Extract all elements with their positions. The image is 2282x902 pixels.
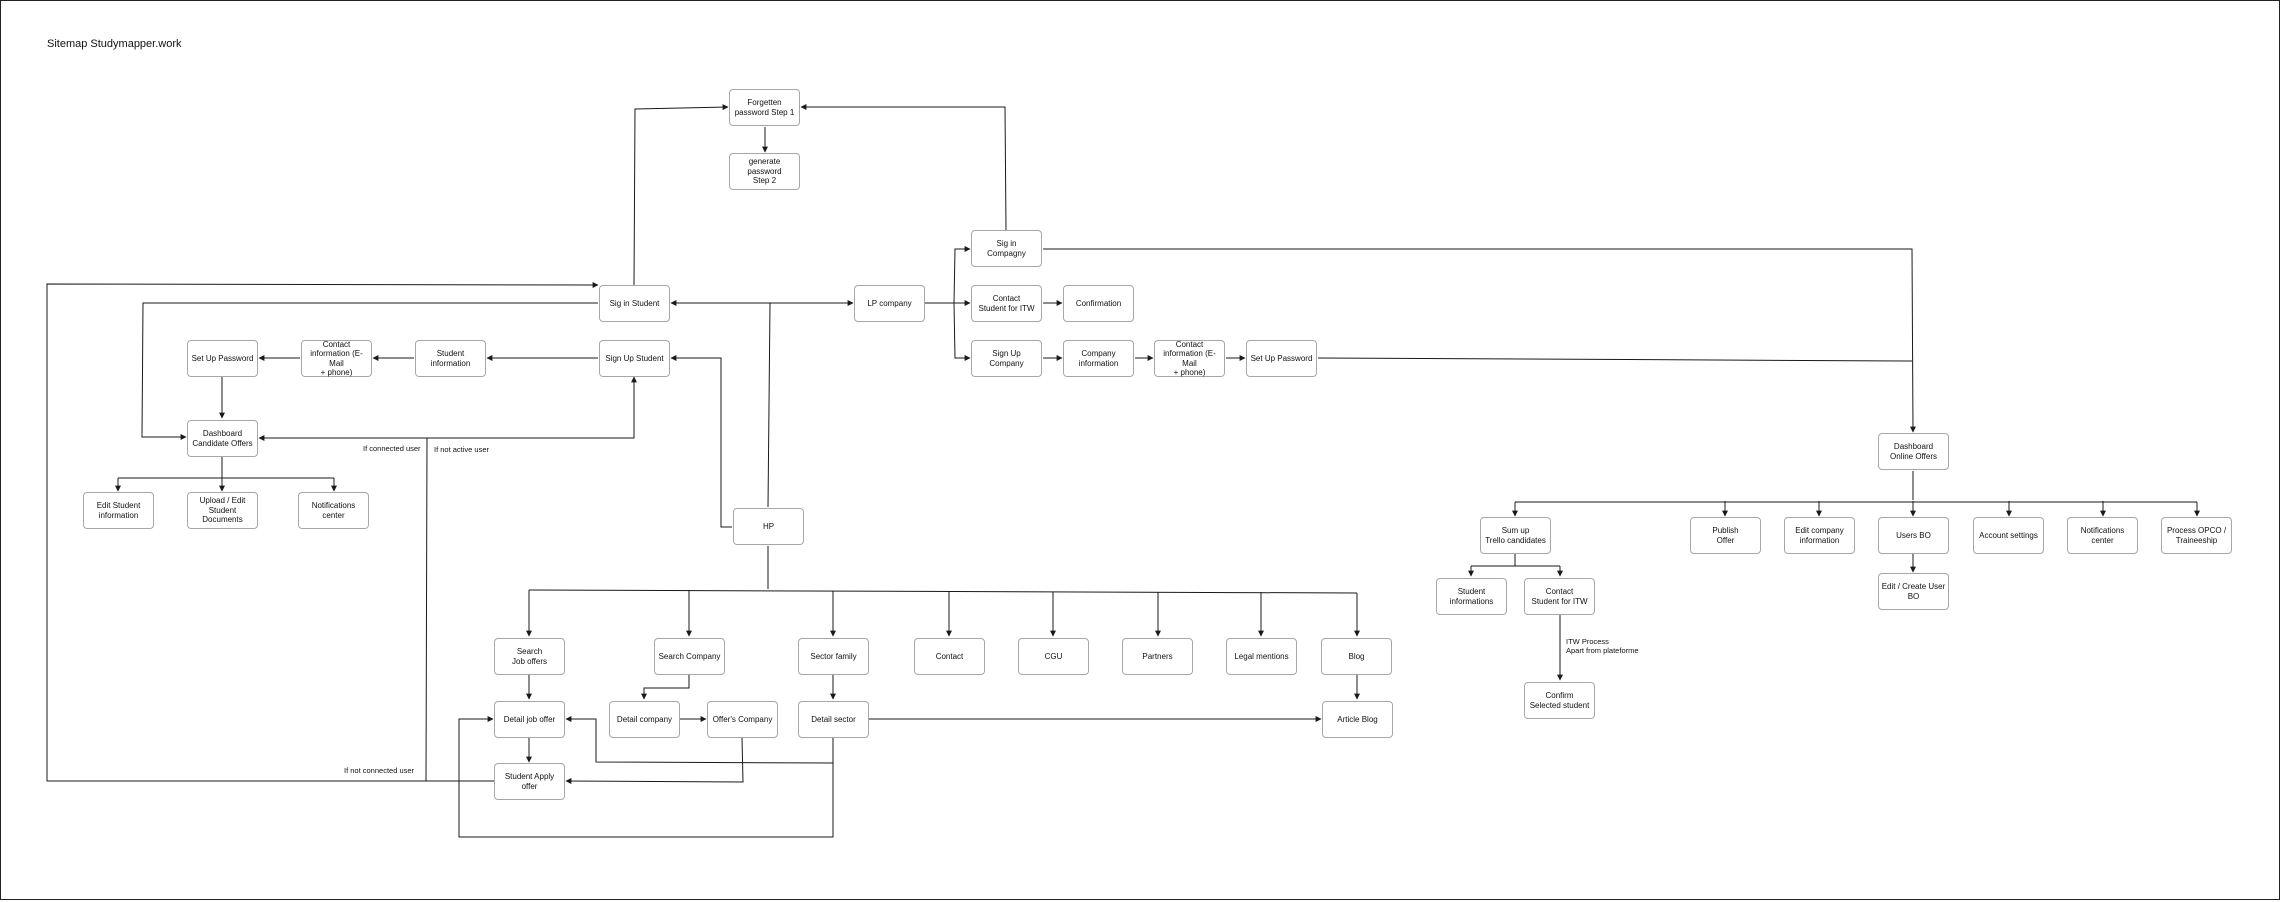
sign-in-student-node: Sig in Student [599, 285, 670, 322]
edge-lp-to-branch [925, 246, 971, 304]
edge-company-to-forgotten [800, 104, 1007, 231]
edge-hp-to-signin [767, 302, 771, 508]
edit-create-user-bo-node: Edit / Create User BO [1878, 573, 1949, 610]
edge-student-to-forgotten [633, 104, 729, 286]
article-blog-node: Article Blog [1322, 701, 1393, 738]
confirmation-node: Confirmation [1063, 285, 1134, 322]
set-up-password-student-node: Set Up Password [187, 340, 258, 377]
sum-up-trello-candidates-node: Sum up Trello candidates [1480, 517, 1551, 554]
publish-offer-node: Publish Offer [1690, 517, 1761, 554]
account-settings-node: Account settings [1973, 517, 2044, 554]
hp-node: HP [733, 508, 804, 545]
company-information-node: Company information [1063, 340, 1134, 377]
edge-online-branch [1515, 471, 2197, 503]
contact-information-student-node: Contact information (E-Mail + phone) [301, 340, 372, 377]
dashboard-candidate-offers-node: Dashboard Candidate Offers [187, 420, 258, 457]
partners-node: Partners [1122, 638, 1193, 675]
edit-student-information-node: Edit Student information [83, 492, 154, 529]
edge-signin-student-to-dashboard [141, 302, 598, 440]
contact-student-itw-bo-node: Contact Student for ITW [1524, 578, 1595, 615]
edge-sector-loop [458, 716, 834, 838]
student-informations-bo-node: Student informations [1436, 578, 1507, 615]
edge-sector-to-detail-job [565, 716, 834, 764]
contact-information-company-node: Contact information (E-Mail + phone) [1154, 340, 1225, 377]
itw-process-label: ITW Process Apart from plateforme [1566, 637, 1639, 655]
edge-not-active [425, 437, 428, 782]
student-information-node: Student information [415, 340, 486, 377]
confirm-selected-student-node: Confirm Selected student [1524, 682, 1595, 719]
edit-company-information-node: Edit company information [1784, 517, 1855, 554]
contact-student-itw-node: Contact Student for ITW [971, 285, 1042, 322]
edge-dashboard-branch [117, 457, 335, 490]
blog-node: Blog [1321, 638, 1392, 675]
if-not-active-user-label: If not active user [434, 445, 490, 454]
edge-not-connected [46, 281, 599, 782]
cgu-node: CGU [1018, 638, 1089, 675]
edge-hp-to-signup [670, 355, 732, 528]
edge-lp-to-signup-company [953, 302, 971, 361]
upload-student-documents-node: Upload / Edit Student Documents [187, 492, 258, 529]
search-job-offers-node: Search Job offers [494, 638, 565, 675]
sign-in-company-node: Sig in Compagny [971, 230, 1042, 267]
search-company-node: Search Company [654, 638, 725, 675]
edge-offers-to-apply [565, 737, 744, 785]
edge-connected-user [258, 376, 637, 441]
sector-family-node: Sector family [798, 638, 869, 675]
notifications-center-company-node: Notifications center [2067, 517, 2138, 554]
detail-job-offer-node: Detail job offer [494, 701, 565, 738]
generate-password-step2-node: generate password Step 2 [729, 153, 800, 190]
detail-sector-node: Detail sector [798, 701, 869, 738]
sign-up-company-node: Sign Up Company [971, 340, 1042, 377]
process-opco-traineeship-node: Process OPCO / Traineeship [2161, 517, 2232, 554]
student-apply-offer-node: Student Apply offer [494, 763, 565, 800]
contact-node: Contact [914, 638, 985, 675]
edge-sumup-branch [1471, 554, 1560, 567]
lp-company-node: LP company [854, 285, 925, 322]
users-bo-node: Users BO [1878, 517, 1949, 554]
detail-company-node: Detail company [609, 701, 680, 738]
set-up-password-company-node: Set Up Password [1246, 340, 1317, 377]
edge-company-to-detail [641, 675, 690, 700]
edge-hp-branch [528, 546, 1358, 594]
edge-company-pass-to-dashboard [1317, 357, 1913, 362]
page-title: Sitemap Studymapper.work [47, 38, 182, 50]
if-not-connected-user-label: If not connected user [344, 766, 415, 775]
notifications-center-student-node: Notifications center [298, 492, 369, 529]
legal-mentions-node: Legal mentions [1226, 638, 1297, 675]
forgotten-password-step1-node: Forgetten password Step 1 [729, 89, 800, 126]
dashboard-online-offers-node: Dashboard Online Offers [1878, 433, 1949, 470]
edge-signin-company-to-dashboard [1043, 248, 1916, 433]
offers-company-node: Offer's Company [707, 701, 778, 738]
if-connected-user-label: If connected user [363, 444, 421, 453]
sign-up-student-node: Sign Up Student [599, 340, 670, 377]
